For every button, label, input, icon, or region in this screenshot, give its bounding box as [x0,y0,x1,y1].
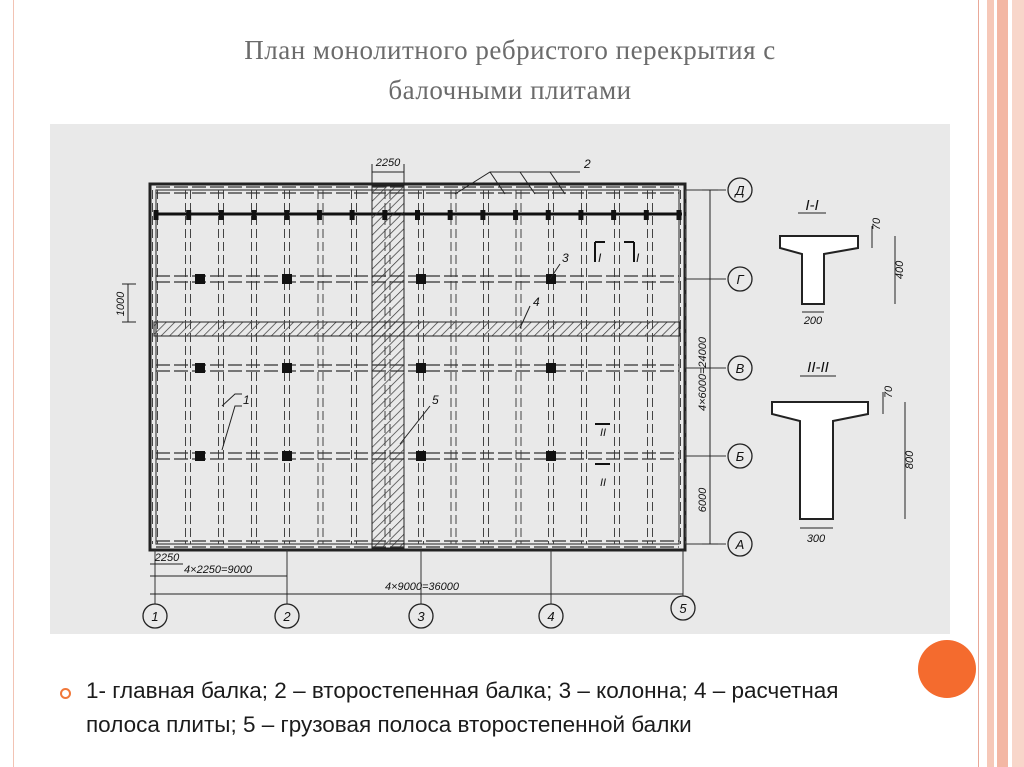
section1-height: 400 [894,260,906,279]
axis-row-label: Г [736,272,744,287]
callout-2: 2 [583,157,591,171]
section1-profile [779,235,859,305]
axis-row-label: Б [736,449,745,464]
dim-top: 2250 [375,157,401,169]
dim-bottom-total: 4×9000=36000 [385,581,460,593]
axis-bubble-col [142,603,168,629]
column-marker [546,451,556,461]
floor-plan-drawing: Д Г В Б А 1 2 3 4 5 [115,157,916,629]
axis-col-label: 1 [151,609,158,624]
axis-bubble-col [408,603,434,629]
axis-col-label: 5 [679,601,687,616]
slide-title-line2: балочными плитами [388,75,632,105]
slide-title: План монолитного ребристого перекрытия с… [120,30,900,110]
bullet-icon [60,688,71,699]
column-marker [416,451,426,461]
axis-col-label: 4 [547,609,554,624]
axis-bubble-row [727,177,753,203]
axis-row-label: Д [733,183,744,198]
axis-bubble-col [670,595,696,621]
columns [153,210,682,461]
beam-end-mark [415,210,420,220]
callout-1: 1 [243,393,250,407]
dim-bottom-span: 4×2250=9000 [184,564,253,576]
cut-marks [594,241,635,465]
beam-end-mark [284,210,290,220]
slab-inner-outline [155,189,680,545]
axis-bubble-row [727,443,753,469]
column-marker [546,274,556,284]
beam-end-mark [611,210,617,220]
beam-end-mark [186,210,192,220]
beam-end-mark [153,210,159,220]
beam-end-mark [676,210,682,220]
section1-flange: 70 [871,217,883,230]
axis-row-label: А [735,537,745,552]
beam-end-mark [447,210,453,220]
dimensions [122,164,718,595]
beam-end-mark [349,210,355,220]
column-marker [546,363,556,373]
section1-title: I-I [805,197,818,214]
beam-end-mark [316,210,322,220]
design-strip-slab [153,321,681,337]
column-marker [195,274,205,284]
column-marker [282,451,292,461]
callout-leaders [221,171,580,451]
beam-end-mark [251,210,257,220]
secondary-beams [152,190,686,544]
axis-bubble-row [727,355,753,381]
section2-title: II-II [807,359,829,376]
beam-end-mark [578,210,584,220]
beam-end-mark [382,210,388,220]
beam-end-mark [545,210,551,220]
load-strip-secondary-beam [371,185,405,549]
dim-bottom-small: 2250 [154,552,180,564]
column-marker [195,451,205,461]
column-marker [282,274,292,284]
section2-height: 800 [904,450,916,469]
frame-stripe [984,0,1024,767]
axis-bubble-col [274,603,300,629]
axis-cols: 1 2 3 4 5 [142,550,696,629]
section2-width: 300 [807,533,826,545]
column-marker [195,363,205,373]
section-1: I-I 70 400 200 [779,197,906,327]
beam-end-mark [218,210,224,220]
callout-3: 3 [562,251,569,265]
axis-col-label: 2 [282,609,291,624]
floor-plan-figure: Д Г В Б А 1 2 3 4 5 [50,124,950,634]
dim-left-strip: 1000 [115,291,127,316]
axis-col-label: 3 [417,609,425,624]
section-2: II-II 70 800 300 [771,359,916,545]
column-marker [416,274,426,284]
column-marker [282,363,292,373]
slide-title-line1: План монолитного ребристого перекрытия с [244,35,776,65]
cut-mark-label: I [598,251,602,265]
figure-caption: 1- главная балка; 2 – второстепенная бал… [86,678,839,737]
cut-mark-label: II [600,427,606,439]
axis-bubble-col [538,603,564,629]
frame-line-left [978,0,979,767]
section2-profile [771,401,869,520]
axis-rows: Д Г В Б А [685,177,753,557]
callout-5: 5 [432,393,439,407]
dim-right-bay: 6000 [697,487,709,512]
column-marker [416,363,426,373]
cut-mark-label: II [600,477,606,489]
beam-end-mark [480,210,486,220]
callout-4: 4 [533,295,540,309]
section2-flange: 70 [883,385,895,398]
beam-end-mark [643,210,649,220]
frame-line-top-left [13,0,14,767]
accent-circle [918,640,976,698]
section1-width: 200 [803,315,823,327]
axis-bubble-row [727,266,753,292]
axis-row-label: В [736,361,745,376]
beam-end-mark [513,210,519,220]
dim-right-total: 4×6000=24000 [697,336,709,411]
cut-mark-label: I [636,251,640,265]
axis-bubble-row [727,531,753,557]
